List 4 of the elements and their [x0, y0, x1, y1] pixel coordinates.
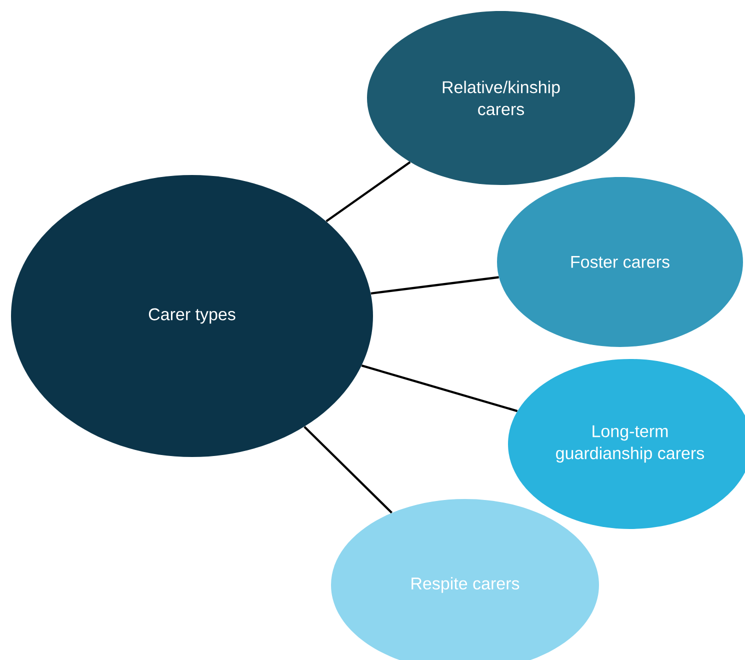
connector-line	[370, 276, 499, 295]
connector-line	[304, 426, 392, 514]
connector-line	[326, 161, 411, 222]
connector-line	[361, 364, 518, 412]
